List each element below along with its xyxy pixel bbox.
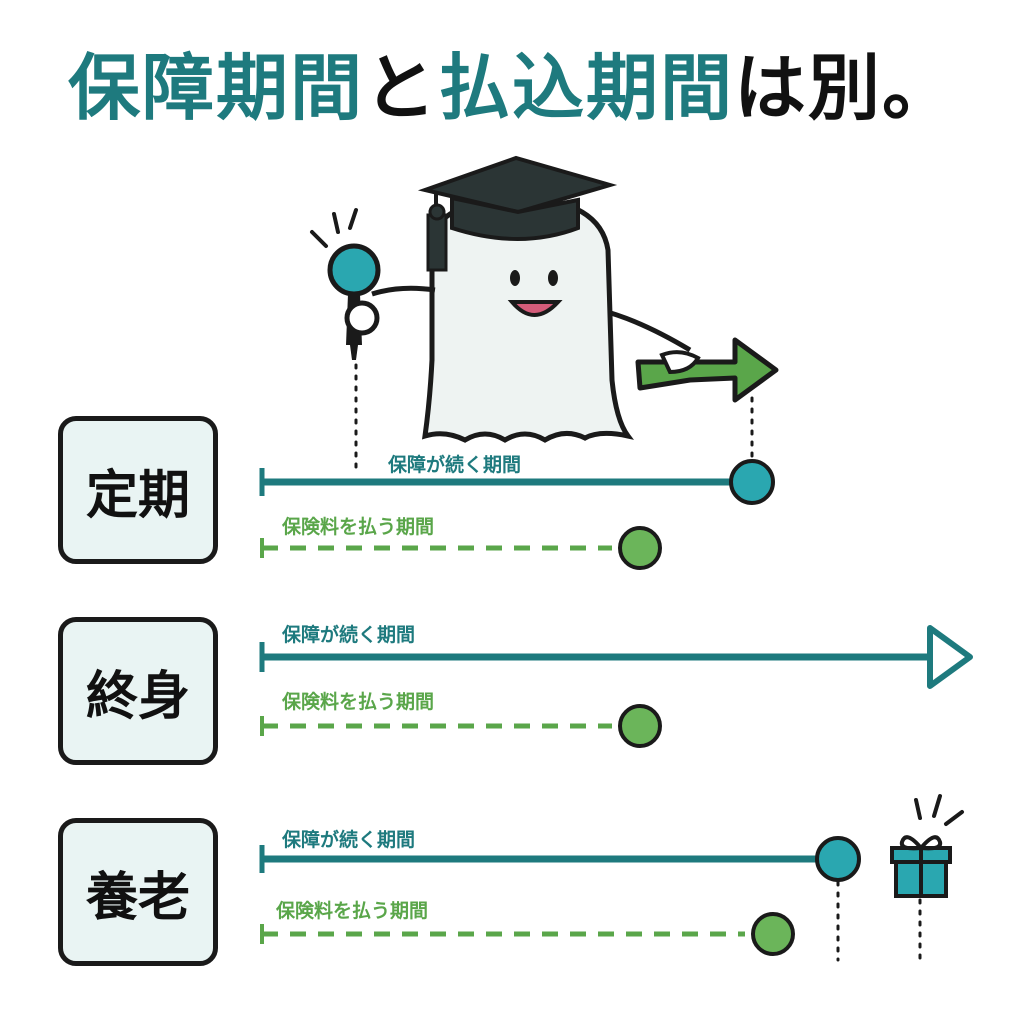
arrow-sign-icon [635, 337, 779, 403]
coverage-label: 保障が続く期間 [387, 453, 521, 476]
coverage-label: 保障が続く期間 [281, 828, 415, 851]
coverage-label: 保障が続く期間 [281, 623, 415, 646]
pin-icon [310, 208, 381, 360]
payment-end-dot [618, 526, 662, 570]
title-part-coverage: 保障期間 [67, 46, 364, 130]
row-wholelife-bars: 保障が続く期間 保険料を払う期間 [259, 623, 973, 748]
payment-label: 保険料を払う期間 [281, 515, 434, 538]
payment-label: 保険料を払う期間 [275, 899, 428, 922]
row-term-bars: 保障が続く期間 保険料を払う期間 [259, 453, 775, 570]
page-title: 保障期間と払込期間は別。 [0, 52, 1024, 124]
title-part-different: は別。 [734, 46, 957, 130]
payment-label: 保険料を払う期間 [281, 690, 434, 713]
payment-end-dot [751, 912, 795, 956]
title-part-payment: 払込期間 [438, 46, 735, 130]
row-label-endowment: 養老 [58, 818, 218, 966]
gift-icon [890, 794, 964, 898]
row-endowment-bars: 保障が続く期間 保険料を払う期間 [259, 828, 922, 962]
coverage-end-dot [729, 459, 775, 505]
coverage-arrow-icon [927, 625, 973, 689]
row-label-term: 定期 [58, 416, 218, 564]
coverage-end-dot [815, 836, 861, 882]
title-part-and: と [363, 46, 438, 130]
row-label-wholelife: 終身 [58, 617, 218, 765]
graduate-ghost-icon [371, 155, 692, 443]
payment-end-dot [618, 704, 662, 748]
